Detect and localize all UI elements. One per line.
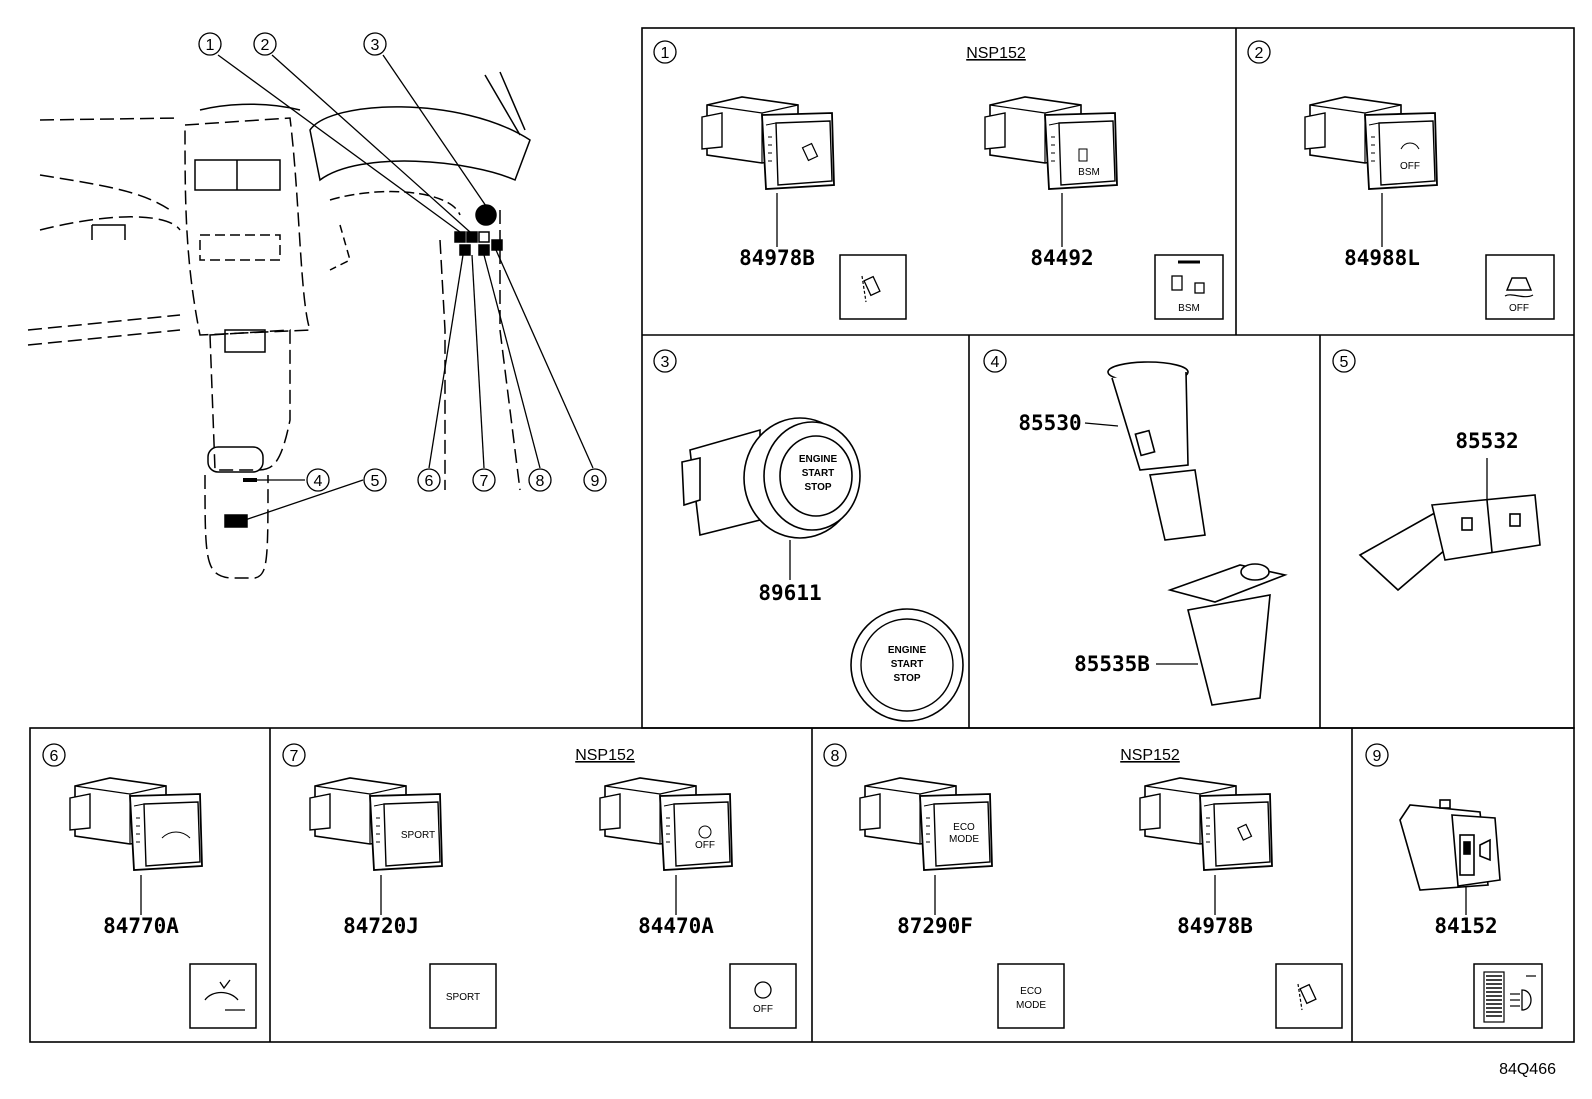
- svg-text:SPORT: SPORT: [401, 830, 435, 841]
- part-number: 84492: [1030, 246, 1093, 270]
- svg-text:STOP: STOP: [893, 673, 920, 684]
- panel-number: 6: [50, 748, 59, 765]
- part-number: 84978B: [1177, 914, 1253, 938]
- switch-84770a-drawing: [69, 777, 203, 871]
- part-number: 84988L: [1344, 246, 1420, 270]
- panel-number: 4: [991, 354, 1000, 371]
- switch-84720j-drawing: SPORT: [309, 777, 443, 871]
- callout-4: 4: [314, 473, 323, 490]
- part-number: 87290F: [897, 914, 973, 938]
- svg-text:ECO: ECO: [1020, 986, 1042, 997]
- panel-number: 8: [831, 748, 840, 765]
- panel-note: NSP152: [575, 747, 635, 764]
- eco-mode-icon: ECO MODE: [997, 963, 1065, 1029]
- callout-7: 7: [480, 473, 489, 490]
- part-number: 84770A: [103, 914, 179, 938]
- panel-number: 2: [1255, 45, 1264, 62]
- callout-6: 6: [425, 473, 434, 490]
- svg-text:START: START: [802, 468, 835, 479]
- switch-84978b-drawing: [701, 96, 835, 190]
- bsm-icon-text: BSM: [1178, 303, 1200, 314]
- svg-text:MODE: MODE: [949, 834, 979, 845]
- headlight-level-switch-drawing: [1399, 799, 1501, 891]
- svg-text:OFF: OFF: [753, 1004, 773, 1015]
- svg-text:MODE: MODE: [1016, 1000, 1046, 1011]
- switch-87290f-drawing: ECO MODE: [859, 777, 993, 871]
- callout-9: 9: [591, 473, 600, 490]
- socket-85530-drawing: [1107, 361, 1206, 541]
- panel-frames: [29, 27, 1575, 1043]
- panel-note: NSP152: [1120, 747, 1180, 764]
- svg-text:OFF: OFF: [1400, 161, 1420, 172]
- callout-8: 8: [536, 473, 545, 490]
- panel-number: 5: [1340, 354, 1349, 371]
- panel-number: 1: [661, 45, 670, 62]
- svg-text:OFF: OFF: [695, 840, 715, 851]
- svg-text:SPORT: SPORT: [446, 992, 480, 1003]
- socket-85535b-drawing: [1167, 563, 1288, 706]
- callout-5: 5: [371, 473, 380, 490]
- panel-9: 9 84152: [1365, 743, 1543, 1029]
- svg-text:STOP: STOP: [804, 482, 831, 493]
- panel-5: 5 85532: [1332, 349, 1541, 592]
- part-number: 85532: [1455, 429, 1518, 453]
- callout-2: 2: [261, 37, 270, 54]
- callout-3: 3: [371, 37, 380, 54]
- part-number: 84720J: [343, 914, 419, 938]
- part-number: 89611: [758, 581, 821, 605]
- auto-stop-off-icon: OFF: [729, 963, 797, 1029]
- part-number: 84152: [1434, 914, 1497, 938]
- switch-84470a-drawing: OFF: [599, 777, 733, 871]
- panel-6: 6 84770A: [42, 743, 257, 1029]
- svg-text:ENGINE: ENGINE: [799, 454, 838, 465]
- callout-1: 1: [206, 37, 215, 54]
- panel-3: 3 ENGINE START STOP 89611 ENGINE START S…: [653, 349, 964, 722]
- part-number: 84978B: [739, 246, 815, 270]
- panel-7: 7 NSP152 SPORT 84720J SPORT OFF 84470A O…: [282, 743, 797, 1029]
- sport-mode-icon: SPORT: [429, 963, 497, 1029]
- switch-84492-drawing: BSM: [984, 96, 1118, 190]
- part-number: 85535B: [1074, 652, 1150, 676]
- svg-text:ECO: ECO: [953, 822, 975, 833]
- panel-number: 3: [661, 354, 670, 371]
- panel-note: NSP152: [966, 45, 1026, 62]
- panel-number: 7: [290, 748, 299, 765]
- svg-text:BSM: BSM: [1078, 167, 1100, 178]
- start-stop-switch-drawing: [681, 417, 861, 539]
- panel-1: 1 NSP152 84978B BSM 84492 BSM: [653, 40, 1224, 320]
- part-number: 84470A: [638, 914, 714, 938]
- panel-2: 2 OFF 84988L OFF: [1247, 40, 1555, 320]
- engine-start-stop-icon: ENGINE START STOP: [850, 608, 964, 722]
- lane-departure-icon: [1275, 963, 1343, 1029]
- switch-84978b-drawing: [1139, 777, 1273, 871]
- pre-collision-icon: [189, 963, 257, 1029]
- panel-4: 4 85530 85535B: [983, 349, 1288, 706]
- overview-callouts: 1 2 3 4 5 6 7 8 9: [198, 32, 607, 492]
- headlight-level-icon: [1473, 963, 1543, 1029]
- svg-text:ENGINE: ENGINE: [888, 645, 927, 656]
- traction-control-off-icon: OFF: [1485, 254, 1555, 320]
- part-number: 85530: [1018, 411, 1081, 435]
- panel-8: 8 NSP152 ECO MODE 87290F ECO MODE 84978B: [823, 743, 1343, 1029]
- lane-departure-icon: [839, 254, 907, 320]
- drawing-reference: 84Q466: [1499, 1061, 1556, 1078]
- icon-text: OFF: [1509, 303, 1529, 314]
- dashboard-overview: [27, 71, 531, 579]
- overview-leaders: [217, 54, 594, 521]
- svg-text:START: START: [891, 659, 924, 670]
- panel-number: 9: [1373, 748, 1382, 765]
- switch-84988l-drawing: OFF: [1304, 96, 1438, 190]
- mirror-switch-85532-drawing: [1358, 494, 1541, 592]
- bsm-icon: BSM: [1154, 254, 1224, 320]
